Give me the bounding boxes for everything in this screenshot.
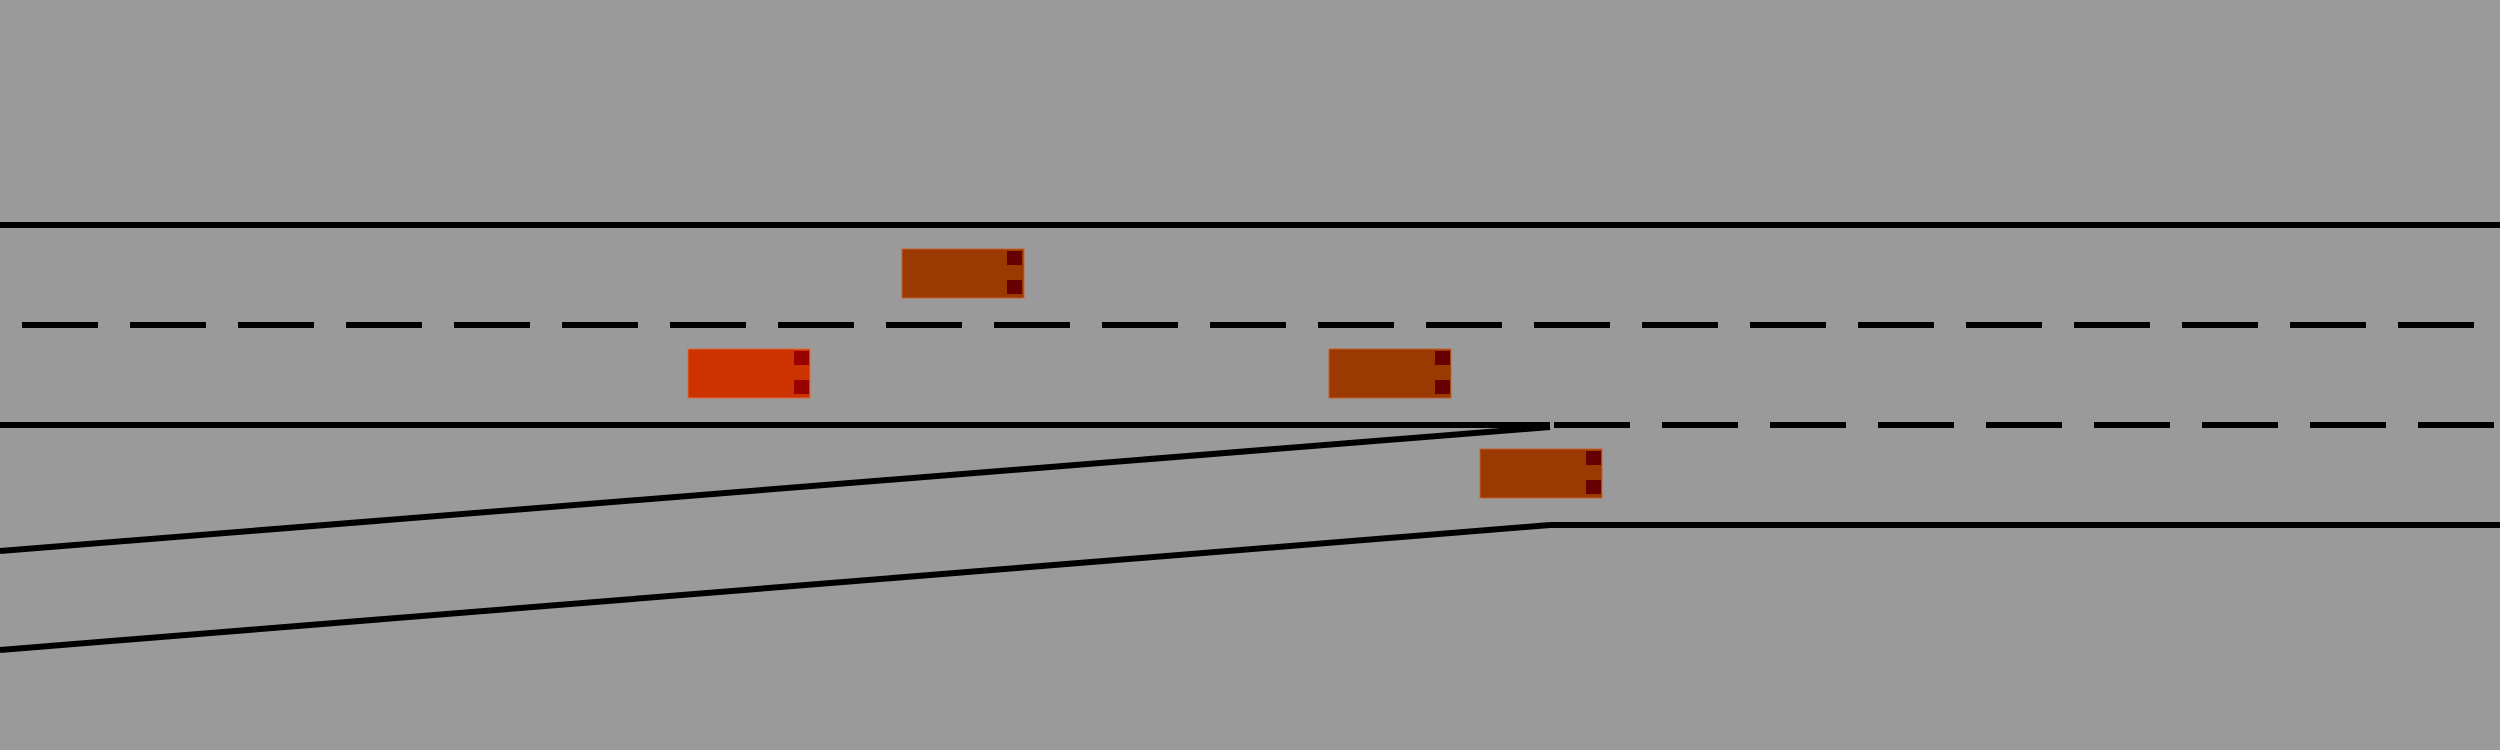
vehicle-light-bottom	[1586, 480, 1601, 494]
vehicle-other-merge-lane	[1479, 448, 1603, 499]
vehicle-ego	[687, 348, 811, 399]
vehicle-body	[901, 248, 1025, 299]
vehicle-light-bottom	[1435, 380, 1450, 394]
vehicle-light-top	[1435, 351, 1450, 365]
ramp-lower-edge	[0, 522, 1551, 653]
vehicle-light-top	[1007, 251, 1022, 265]
vehicle-light-bottom	[794, 380, 809, 394]
vehicle-light-top	[794, 351, 809, 365]
vehicle-other-upper-lane	[901, 248, 1025, 299]
vehicle-body	[1328, 348, 1452, 399]
vehicle-body	[1479, 448, 1603, 499]
ramp-upper-edge	[0, 424, 1551, 554]
vehicle-body	[687, 348, 811, 399]
vehicle-light-top	[1586, 451, 1601, 465]
vehicle-light-bottom	[1007, 280, 1022, 294]
vehicle-other-lower-lane	[1328, 348, 1452, 399]
